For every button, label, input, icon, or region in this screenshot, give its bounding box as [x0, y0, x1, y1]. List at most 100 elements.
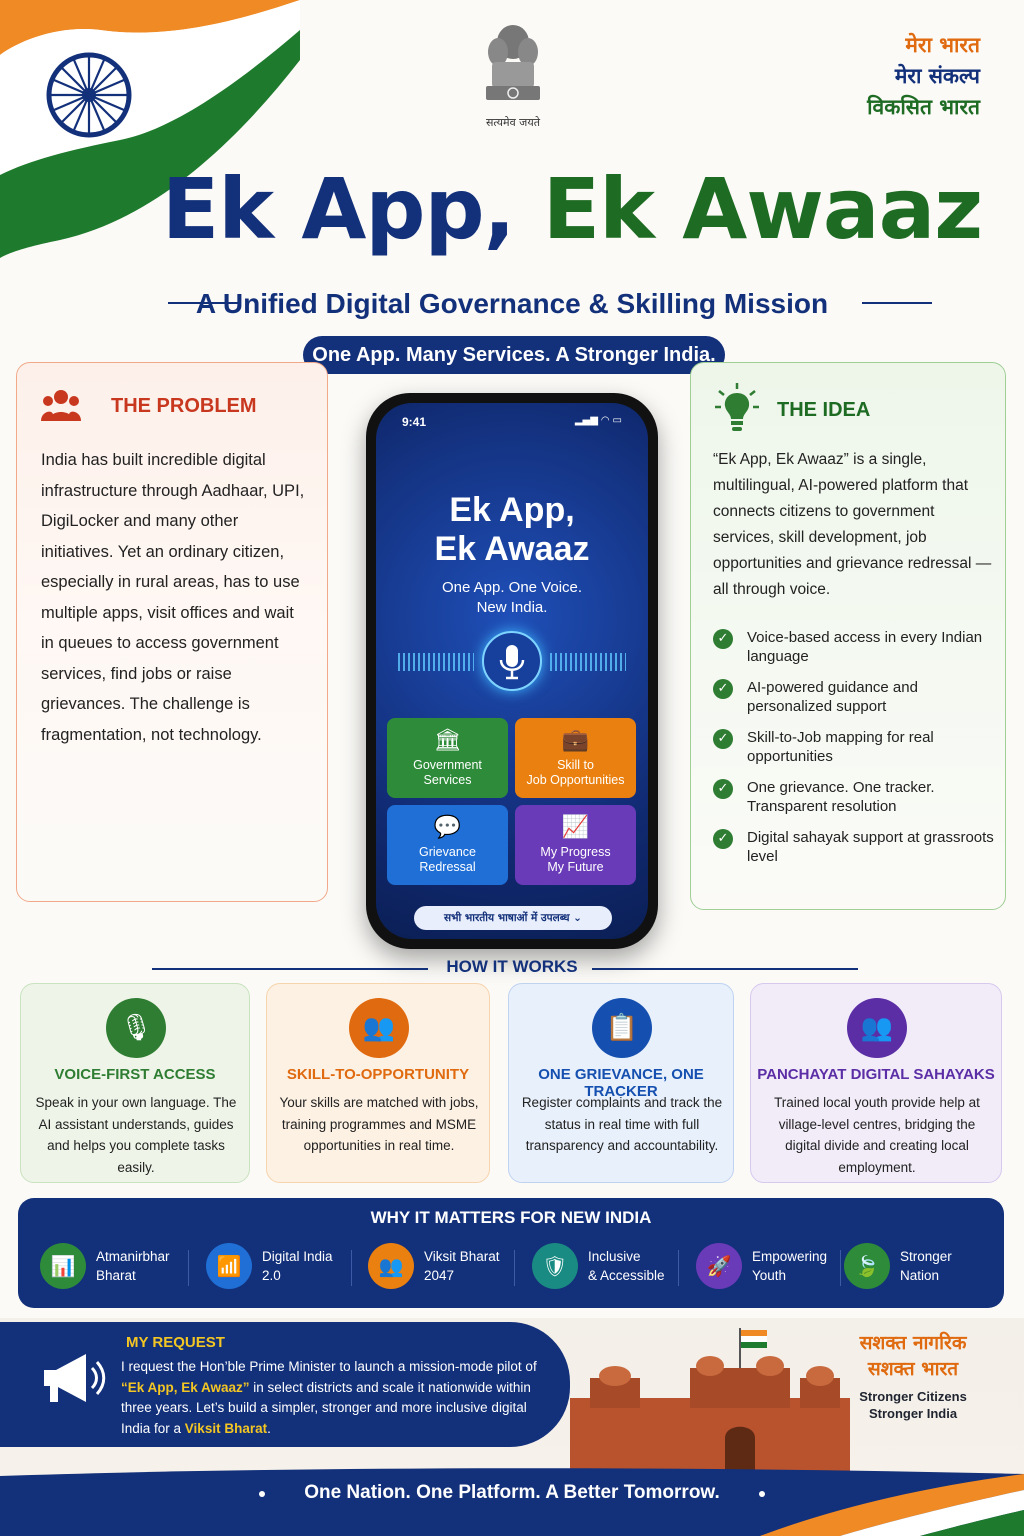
people-group-icon: 👥: [368, 1243, 414, 1289]
how-card-text: Speak in your own language. The AI assis…: [35, 1095, 237, 1175]
clipboard-icon: 📋: [592, 998, 652, 1058]
idea-point: ✓ One grievance. One tracker. Transparent…: [713, 778, 998, 816]
app-subtitle-line2: New India.: [476, 599, 548, 616]
request-text-part: Viksit Bharat: [184, 1420, 268, 1436]
hindi-tagline: मेरा भारत मेरा संकल्प विकसित भारत: [867, 30, 980, 123]
request-text-part: in select districts and scale it nationw…: [121, 1379, 531, 1436]
status-time: 9:41: [402, 415, 427, 429]
tile-skill-to-job[interactable]: 💼 Skill to Job Opportunities: [515, 718, 636, 798]
how-card-title: PANCHAYAT DIGITAL SAHAYAKS: [757, 1066, 995, 1083]
why-it-matters-banner: WHY IT MATTERS FOR NEW INDIA 📊 Atmanirbh…: [18, 1198, 1004, 1308]
why-heading: WHY IT MATTERS FOR NEW INDIA: [370, 1208, 652, 1227]
how-it-works-heading: HOW IT WORKS: [446, 957, 578, 976]
tagline-pill: One App. Many Services. A Stronger India…: [303, 336, 725, 374]
status-bar: 9:41 ▂▄▆ ◠ ▭: [402, 415, 622, 429]
request-text-part: .: [267, 1420, 271, 1436]
app-title: Ek App, Ek Awaaz: [376, 491, 648, 569]
tile-my-progress[interactable]: 📈 My Progress My Future: [515, 805, 636, 885]
subtitle: A Unified Digital Governance & Skilling …: [195, 288, 829, 319]
how-card-grievance-tracker: 📋 ONE GRIEVANCE, ONE TRACKER Register co…: [508, 983, 734, 1183]
shield-check-icon: 🛡: [532, 1243, 578, 1289]
microphone-button[interactable]: [482, 631, 542, 691]
voice-wave-right: [550, 653, 626, 671]
checkmark-icon: ✓: [713, 679, 733, 699]
tile-label: My Progress: [540, 845, 611, 859]
tile-label: Skill to: [557, 758, 594, 772]
people-group-icon: [41, 389, 81, 428]
why-divider: [188, 1250, 189, 1286]
chevron-down-icon: ⌄: [573, 912, 582, 924]
signal-wifi-battery-icon: ▂▄▆ ◠ ▭: [574, 415, 622, 426]
hindi-tagline-line2: मेरा संकल्प: [894, 64, 980, 88]
how-rule-left: [152, 968, 428, 970]
idea-point-text: One grievance. One tracker. Transparent …: [747, 779, 935, 815]
megaphone-icon: [36, 1348, 106, 1413]
phone-mockup: 9:41 ▂▄▆ ◠ ▭ Ek App, Ek Awaaz One App. O…: [366, 393, 658, 949]
how-card-text: Your skills are matched with jobs, train…: [279, 1095, 479, 1153]
wifi-icon: 📶: [206, 1243, 252, 1289]
language-selector[interactable]: सभी भारतीय भाषाओं में उपलब्ध ⌄: [414, 906, 612, 930]
why-item-label: Inclusive& Accessible: [588, 1249, 665, 1283]
why-divider: [840, 1250, 841, 1286]
national-emblem: सत्यमेव जयते: [468, 22, 558, 134]
tile-grievance-redressal[interactable]: 💬 Grievance Redressal: [387, 805, 508, 885]
idea-points: ✓ Voice-based access in every Indian lang…: [713, 628, 998, 878]
how-card-skill-to-opportunity: 👥 SKILL-TO-OPPORTUNITY Your skills are m…: [266, 983, 490, 1183]
idea-point-text: Voice-based access in every Indian langu…: [747, 629, 983, 665]
english-slogan-line2: Stronger India: [868, 1406, 958, 1421]
request-text-part: “Ek App, Ek Awaaz”: [121, 1379, 250, 1395]
tile-label: Grievance: [419, 845, 476, 859]
request-heading: MY REQUEST: [126, 1334, 225, 1351]
idea-point-text: AI-powered guidance and personalized sup…: [747, 679, 918, 715]
idea-text: “Ek App, Ek Awaaz” is a single, multilin…: [713, 451, 992, 598]
problem-heading: THE PROBLEM: [111, 395, 257, 417]
idea-point: ✓Digital sahayak support at grassroots l…: [713, 828, 998, 866]
how-card-text: Trained local youth provide help at vill…: [774, 1095, 980, 1175]
how-card-text: Register complaints and track the status…: [521, 1095, 723, 1153]
phone-screen: 9:41 ▂▄▆ ◠ ▭ Ek App, Ek Awaaz One App. O…: [376, 403, 648, 939]
emblem-motto: सत्यमेव जयते: [485, 116, 540, 129]
tile-label: Job Opportunities: [526, 773, 625, 787]
why-divider: [678, 1250, 679, 1286]
tile-government-services[interactable]: 🏛 Government Services: [387, 718, 508, 798]
tile-label: Government: [413, 758, 482, 772]
app-title-line1: Ek App,: [449, 491, 575, 529]
microphone-icon: [499, 645, 525, 680]
ashoka-chakra-icon: [44, 50, 134, 140]
request-text-part: I request the Hon’ble Prime Minister to …: [121, 1359, 537, 1374]
problem-card: THE PROBLEM India has built incredible d…: [16, 362, 328, 902]
idea-card: THE IDEA “Ek App, Ek Awaaz” is a single,…: [690, 362, 1006, 910]
voice-wave-left: [398, 653, 474, 671]
tile-label: Redressal: [419, 860, 476, 874]
lion-capital-icon: [486, 25, 540, 100]
how-card-title: ONE GRIEVANCE, ONE TRACKER: [538, 1066, 704, 1100]
leaf-icon: 🍃: [844, 1243, 890, 1289]
tile-label: My Future: [547, 860, 604, 874]
english-slogan-line1: Stronger Citizens: [859, 1389, 967, 1404]
subtitle-rule-left: [168, 302, 238, 304]
subtitle-rule-right: [862, 302, 932, 304]
tricolour-flag-corner: [0, 0, 300, 260]
how-card-title: SKILL-TO-OPPORTUNITY: [286, 1066, 470, 1083]
main-title: Ek App, Ek Awaaz: [0, 160, 1024, 258]
checkmark-icon: ✓: [713, 779, 733, 799]
app-subtitle-line1: One App. One Voice.: [441, 579, 583, 596]
chat-bubble-icon: 💬: [433, 815, 462, 840]
community-icon: 👥: [847, 998, 907, 1058]
stronger-citizens-tag: सशक्त नागरिक सशक्त भारत Stronger Citizen…: [838, 1330, 988, 1422]
how-rule-right: [592, 968, 858, 970]
app-subtitle: One App. One Voice. New India.: [376, 578, 648, 618]
why-item-inclusive: 🛡 Inclusive& Accessible: [532, 1243, 668, 1289]
red-fort-illustration: [570, 1328, 850, 1478]
idea-point-text: Skill-to-Job mapping for real opportunit…: [747, 729, 934, 765]
hindi-slogan-line1: सशक्त नागरिक: [859, 1332, 967, 1354]
checkmark-icon: ✓: [713, 729, 733, 749]
tile-label: Services: [423, 773, 472, 787]
